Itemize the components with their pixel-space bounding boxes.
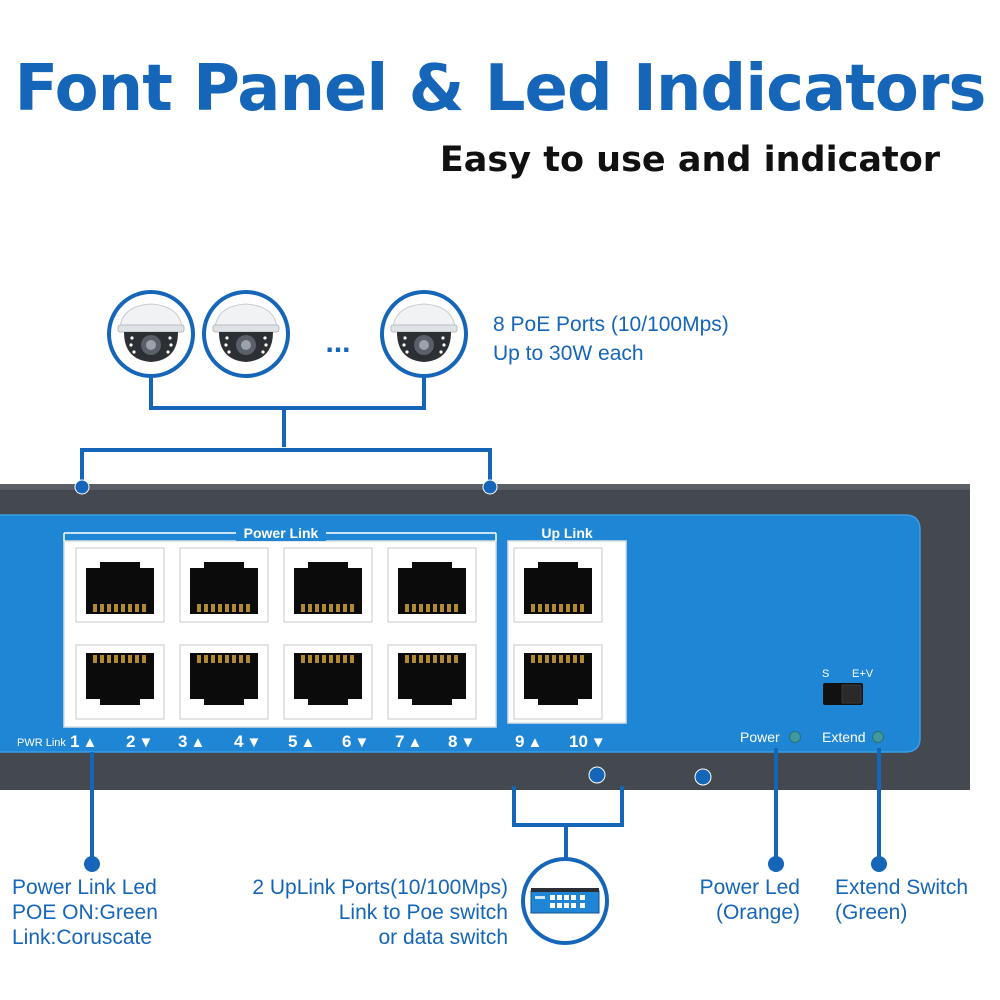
port-number: 3 — [178, 732, 187, 751]
port-led-arrow: ▲ — [190, 734, 205, 751]
svg-text:2▼: 2▼ — [126, 732, 153, 751]
port-led-arrow: ▼ — [138, 734, 153, 751]
power-led-icon — [789, 731, 801, 743]
poe-ports-note: 8 PoE Ports (10/100Mps) — [493, 313, 729, 336]
poe-switch-icon — [521, 857, 609, 945]
pwr-link-label: PWR Link — [17, 737, 66, 749]
rj45-port-7[interactable] — [387, 547, 477, 623]
rj45-port-9[interactable] — [513, 547, 603, 623]
port-number: 5 — [288, 732, 297, 751]
port-number: 1 — [70, 732, 79, 751]
poe-power-note: Up to 30W each — [493, 342, 644, 365]
rj45-port-4[interactable] — [179, 644, 269, 720]
rj45-port-6[interactable] — [283, 644, 373, 720]
annotation-line: Link to Poe switch — [338, 901, 508, 924]
port-number: 9 — [515, 732, 524, 751]
port-number: 6 — [342, 732, 351, 751]
port-led-arrow: ▼ — [591, 734, 606, 751]
svg-text:4▼: 4▼ — [234, 732, 261, 751]
annotation-line: Power Link Led — [12, 876, 157, 899]
switch-label-ev: E+V — [852, 668, 874, 680]
annotation-line: Link:Coruscate — [12, 926, 153, 949]
port-led-arrow: ▼ — [354, 734, 369, 751]
power-link-label: Power Link — [244, 525, 319, 541]
extend-toggle-switch[interactable] — [823, 683, 863, 705]
svg-text:9▲: 9▲ — [515, 732, 542, 751]
callout-lines — [90, 748, 881, 860]
port-number: 2 — [126, 732, 135, 751]
rj45-port-3[interactable] — [179, 547, 269, 623]
rj45-port-10[interactable] — [513, 644, 603, 720]
annotation-line: POE ON:Green — [12, 901, 158, 924]
port-led-arrow: ▲ — [82, 734, 97, 751]
rj45-port-8[interactable] — [387, 644, 477, 720]
up-link-label: Up Link — [541, 525, 593, 541]
port-number-row: 1▲ 2▼ 3▲ 4▼ 5▲ 6▼ 7▲ 8▼ 9▲ 10▼ — [70, 732, 606, 751]
annotation-line: (Orange) — [715, 901, 800, 924]
page-subtitle: Easy to use and indicator — [439, 140, 940, 180]
svg-text:7▲: 7▲ — [395, 732, 422, 751]
port-led-arrow: ▲ — [527, 734, 542, 751]
port-led-arrow: ▼ — [460, 734, 475, 751]
svg-text:8▼: 8▼ — [448, 732, 475, 751]
annotation-line: (Green) — [835, 901, 908, 924]
svg-text:6▼: 6▼ — [342, 732, 369, 751]
extend-led-icon — [872, 731, 884, 743]
svg-text:5▲: 5▲ — [288, 732, 315, 751]
svg-text:3▲: 3▲ — [178, 732, 205, 751]
uplink-ports-annotation: 2 UpLink Ports(10/100Mps) Link to Poe sw… — [180, 875, 508, 950]
port-led-arrow: ▲ — [407, 734, 422, 751]
annotation-line: or data switch — [378, 926, 508, 949]
power-led-annotation: Power Led (Orange) — [672, 875, 800, 925]
svg-text:10▼: 10▼ — [569, 732, 606, 751]
rj45-port-2[interactable] — [75, 644, 165, 720]
camera-ellipsis: ... — [325, 326, 350, 359]
rj45-port-1[interactable] — [75, 547, 165, 623]
port-number: 8 — [448, 732, 457, 751]
extend-switch-annotation: Extend Switch (Green) — [835, 875, 968, 925]
page-title: Font Panel & Led Indicators — [14, 52, 987, 126]
annotation-line: 2 UpLink Ports(10/100Mps) — [252, 876, 508, 899]
extend-led-label: Extend — [822, 729, 866, 745]
camera-icon — [107, 290, 195, 378]
camera-icon — [380, 290, 468, 378]
camera-icon — [202, 290, 290, 378]
power-led-label: Power — [740, 729, 780, 745]
annotation-line: Extend Switch — [835, 876, 969, 899]
port-number: 10 — [569, 732, 588, 751]
poe-bracket — [80, 376, 492, 486]
port-led-arrow: ▼ — [246, 734, 261, 751]
switch-label-s: S — [822, 668, 829, 680]
power-link-led-annotation: Power Link Led POE ON:Green Link:Corusca… — [12, 875, 158, 950]
rj45-port-5[interactable] — [283, 547, 373, 623]
port-number: 4 — [234, 732, 244, 751]
svg-text:1▲: 1▲ — [70, 732, 97, 751]
annotation-line: Power Led — [699, 876, 800, 899]
port-led-arrow: ▲ — [300, 734, 315, 751]
port-number: 7 — [395, 732, 404, 751]
